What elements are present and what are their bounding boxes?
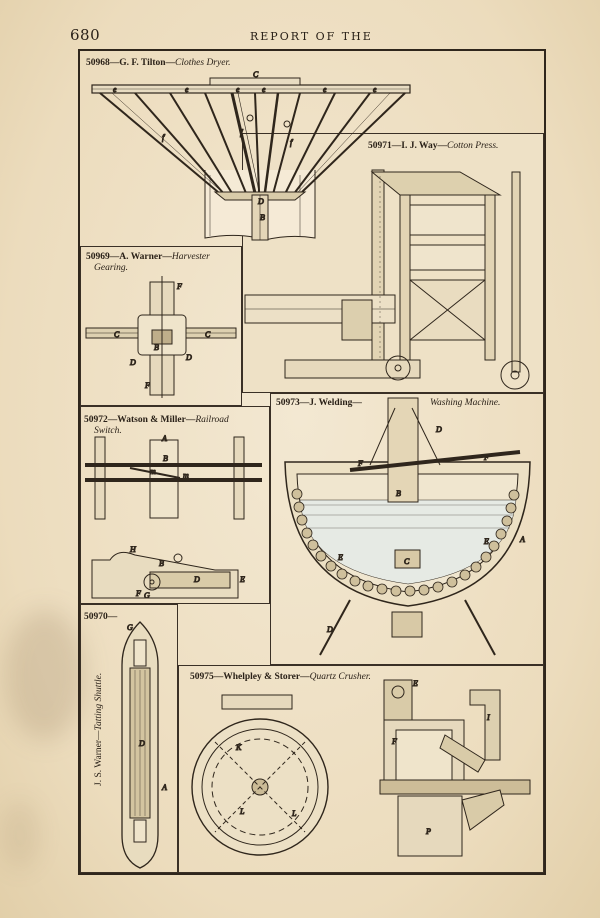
figure-50975-quartz-crusher	[191, 679, 531, 857]
label-H: H	[129, 545, 137, 554]
label-F: F	[176, 282, 182, 291]
caption-50973-title: Washing Machine.	[430, 398, 501, 408]
figure-50969-harvester-gearing	[85, 276, 237, 398]
label-L: L	[239, 807, 245, 816]
label-G: G	[144, 591, 150, 600]
figure-50970-tatting-shuttle	[121, 621, 159, 869]
label-B: B	[396, 489, 401, 498]
label-E: E	[483, 537, 489, 546]
label-K: K	[235, 743, 242, 752]
label-B: B	[260, 213, 265, 222]
label-F: F	[144, 381, 150, 390]
label-A: A	[161, 783, 167, 792]
label-f: f	[162, 133, 166, 142]
label-F: F	[357, 459, 363, 468]
label-f: f	[290, 138, 294, 147]
panel-50970	[80, 604, 178, 873]
label-e: e	[323, 85, 327, 94]
label-F: F	[135, 589, 141, 598]
label-e: e	[113, 85, 117, 94]
page-stain	[0, 800, 40, 870]
label-B: B	[159, 559, 164, 568]
page-stain	[5, 610, 85, 740]
label-D: D	[129, 358, 136, 367]
caption-50969-cont: Gearing.	[94, 263, 129, 273]
caption-50968: 50968—G. F. Tilton—Clothes Dryer.	[86, 58, 231, 68]
label-D: D	[326, 625, 333, 634]
caption-50969: 50969—A. Warner—Harvester	[86, 252, 210, 262]
label-D: D	[257, 197, 264, 206]
figure-50973-washing-machine	[284, 397, 531, 656]
label-P: P	[425, 827, 431, 836]
label-C: C	[205, 330, 211, 339]
panel-50973	[270, 393, 544, 665]
label-E: E	[337, 553, 343, 562]
label-e: e	[262, 85, 266, 94]
label-D: D	[138, 739, 145, 748]
plate-frame	[78, 49, 546, 875]
label-D: D	[435, 425, 442, 434]
caption-50972: 50972—Watson & Miller—Railroad	[84, 415, 229, 425]
label-L: L	[291, 809, 297, 818]
page-number: 680	[70, 26, 101, 44]
panel-50975	[178, 665, 544, 873]
label-m: m	[150, 467, 156, 476]
caption-50973: 50973—J. Welding—	[276, 398, 362, 408]
label-B: B	[163, 454, 168, 463]
label-C: C	[114, 330, 120, 339]
label-A: A	[519, 535, 525, 544]
label-B: B	[154, 343, 159, 352]
figure-50972-railroad-switch	[85, 436, 262, 599]
label-f: f	[240, 128, 244, 137]
label-G: G	[127, 623, 133, 632]
label-m: m	[183, 471, 189, 480]
label-e: e	[236, 85, 240, 94]
label-D: D	[185, 353, 192, 362]
label-F: F	[483, 453, 489, 462]
label-D: D	[193, 575, 200, 584]
label-C: C	[253, 70, 259, 79]
running-head: REPORT OF THE	[250, 30, 373, 43]
label-E: E	[412, 679, 418, 688]
label-C: C	[404, 557, 410, 566]
label-F: F	[391, 737, 397, 746]
caption-50970: 50970—	[84, 612, 118, 622]
figure-50971-cotton-press	[244, 169, 530, 390]
caption-50975: 50975—Whelpley & Storer—Quartz Crusher.	[190, 672, 371, 682]
caption-50971: 50971—I. J. Way—Cotton Press.	[368, 141, 499, 151]
label-A: A	[161, 434, 167, 443]
panel-50972	[80, 406, 270, 604]
caption-50972-cont: Switch.	[94, 426, 122, 436]
label-e: e	[185, 85, 189, 94]
label-e: e	[373, 85, 377, 94]
figure-50968-clothes-dryer	[91, 77, 411, 241]
label-E: E	[239, 575, 245, 584]
panel-50969	[80, 246, 242, 406]
label-I: I	[486, 713, 490, 722]
